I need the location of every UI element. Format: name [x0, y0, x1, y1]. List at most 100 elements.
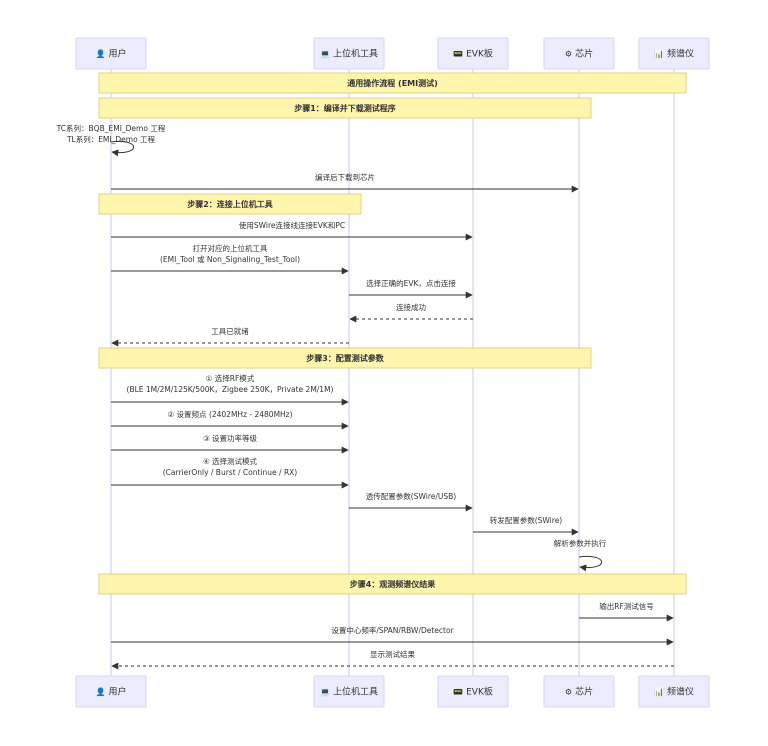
actor-name: 用户 [108, 686, 126, 698]
message-label: ③ 设置功率等级 [203, 433, 258, 443]
actor-label: 👤用户 [96, 686, 127, 698]
actor-tool-top: 💻上位机工具 [313, 37, 385, 70]
person-icon: 👤 [96, 687, 106, 697]
actor-name: 频谱仪 [667, 48, 694, 60]
message-label: 打开对应的上位机工具 [193, 243, 268, 253]
message-m13: 转发配置参数(SWire) [473, 515, 579, 536]
actor-name: 用户 [108, 48, 126, 60]
computer-icon: 💻 [320, 50, 330, 59]
note-text: 步骤4：观测频谱仪结果 [350, 579, 436, 589]
actor-box [437, 675, 509, 708]
note-main: 通用操作流程 (EMI测试) [98, 72, 687, 94]
message-label: 工具已就绪 [211, 326, 249, 336]
self-loop-arrow [578, 555, 602, 572]
message-label: 输出RF测试信号 [599, 601, 654, 611]
actor-box [313, 37, 385, 70]
message-label: 选择正确的EVK，点击连接 [366, 278, 456, 288]
board-icon: 📟 [453, 688, 463, 697]
message-m17: 显示测试结果 [111, 649, 674, 670]
message-label: (BLE 1M/2M/125K/500K，Zigbee 250K，Private… [127, 385, 334, 394]
actor-box [437, 37, 509, 70]
actor-name: 芯片 [575, 48, 593, 60]
actor-label: 📊频谱仪 [654, 686, 694, 698]
actor-box [638, 675, 710, 708]
actor-user-top: 👤用户 [75, 37, 147, 70]
chart-icon: 📊 [654, 687, 664, 697]
message-label: 连接成功 [396, 302, 426, 312]
actor-label: ⚙芯片 [565, 48, 593, 60]
message-m3: 使用SWire连接线连接EVK和PC [111, 220, 473, 241]
actor-analyzer-bottom: 📊频谱仪 [638, 675, 710, 708]
actor-name: EVK板 [466, 686, 493, 698]
message-m16: 设置中心频率/SPAN/RBW/Detector [111, 625, 674, 646]
note-box [98, 347, 592, 369]
note-step2: 步骤2：连接上位机工具 [98, 193, 362, 215]
actor-box [313, 675, 385, 708]
actor-chip-bottom: ⚙芯片 [543, 675, 615, 708]
message-m7: 工具已就绪 [111, 326, 349, 347]
message-m4: 打开对应的上位机工具(EMI_Tool 或 Non_Signaling_Test… [111, 243, 349, 275]
person-icon: 👤 [96, 49, 106, 59]
message-label: ④ 选择测试模式 [203, 456, 258, 466]
message-m14: 解析参数并执行 [554, 538, 607, 572]
message-label: 转发配置参数(SWire) [490, 515, 563, 525]
board-icon: 📟 [453, 50, 463, 59]
note-step1: 步骤1：编译并下载测试程序 [98, 97, 592, 119]
note-text: 通用操作流程 (EMI测试) [347, 78, 438, 88]
message-m11: ④ 选择测试模式 (CarrierOnly / Burst / Continue … [111, 456, 349, 489]
chip-icon: ⚙ [565, 50, 572, 59]
message-m9: ② 设置频点 (2402MHz - 2480MHz) [111, 409, 349, 430]
actor-evk-top: 📟EVK板 [437, 37, 509, 70]
note-box [98, 193, 362, 215]
message-label: 设置中心频率/SPAN/RBW/Detector [331, 625, 454, 635]
note-text: 步骤1：编译并下载测试程序 [294, 103, 396, 113]
note-box [98, 573, 687, 595]
message-label: TL系列：EMI_Demo 工程 [66, 134, 156, 144]
chart-icon: 📊 [654, 49, 664, 59]
actor-label: 📟EVK板 [453, 48, 493, 60]
actor-analyzer-top: 📊频谱仪 [638, 37, 710, 70]
message-label: ② 设置频点 (2402MHz - 2480MHz) [167, 409, 292, 419]
message-m5: 选择正确的EVK，点击连接 [349, 278, 473, 299]
message-m10: ③ 设置功率等级 [111, 433, 349, 454]
message-label: 透传配置参数(SWire/USB) [366, 491, 456, 501]
message-m15: 输出RF测试信号 [579, 601, 674, 622]
message-label: ① 选择RF模式 [206, 373, 255, 383]
message-m6: 连接成功 [349, 302, 473, 323]
actor-label: ⚙芯片 [565, 686, 593, 698]
message-m12: 透传配置参数(SWire/USB) [349, 491, 473, 512]
actor-tool-bottom: 💻上位机工具 [313, 675, 385, 708]
message-label: 显示测试结果 [370, 649, 415, 659]
actor-label: 📟EVK板 [453, 686, 493, 698]
actor-name: 频谱仪 [667, 686, 694, 698]
actor-box [75, 37, 147, 70]
note-box [98, 72, 687, 94]
actor-box [638, 37, 710, 70]
actor-label: 👤用户 [96, 48, 127, 60]
actor-name: 芯片 [575, 686, 593, 698]
actor-label: 📊频谱仪 [654, 48, 694, 60]
actor-box [75, 675, 147, 708]
actor-name: 上位机工具 [333, 686, 378, 698]
actor-box [543, 675, 615, 708]
message-label: (CarrierOnly / Burst / Continue / RX) [163, 468, 298, 477]
actor-box [543, 37, 615, 70]
note-text: 步骤3：配置测试参数 [306, 353, 385, 363]
actor-chip-top: ⚙芯片 [543, 37, 615, 70]
message-m2: 编译后下载到芯片 [111, 172, 579, 193]
note-step4: 步骤4：观测频谱仪结果 [98, 573, 687, 595]
message-label: 编译后下载到芯片 [315, 172, 375, 182]
actor-label: 💻上位机工具 [320, 686, 378, 698]
note-text: 步骤2：连接上位机工具 [187, 199, 273, 209]
message-m8: ① 选择RF模式 (BLE 1M/2M/125K/500K，Zigbee 250K… [111, 373, 349, 406]
message-label: 使用SWire连接线连接EVK和PC [239, 220, 345, 230]
actor-name: EVK板 [466, 48, 493, 60]
actor-label: 💻上位机工具 [320, 48, 378, 60]
computer-icon: 💻 [320, 688, 330, 697]
self-loop-arrow [110, 140, 134, 157]
note-box [98, 97, 592, 119]
actor-evk-bottom: 📟EVK板 [437, 675, 509, 708]
chip-icon: ⚙ [565, 688, 572, 697]
